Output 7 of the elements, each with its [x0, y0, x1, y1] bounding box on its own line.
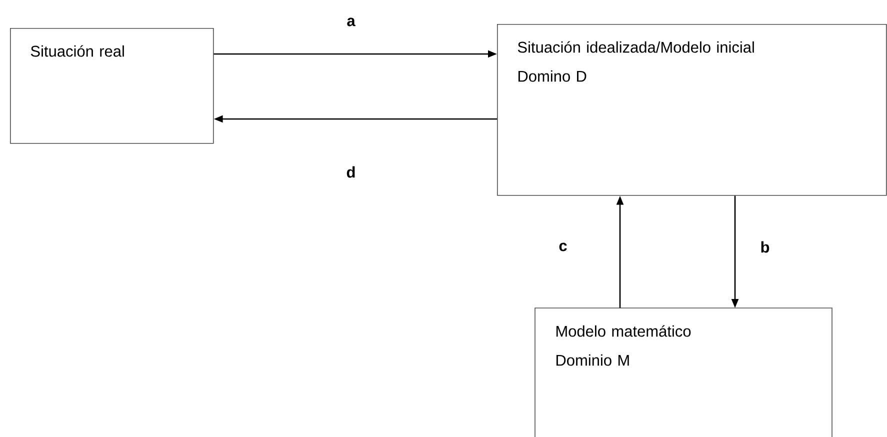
edge-label: d: [345, 165, 357, 179]
process-box: Situación idealizada/Modelo inicial Domino D: [497, 24, 887, 196]
process-box: Modelo matemático Dominio M: [534, 308, 832, 437]
edge-label: c: [558, 242, 568, 252]
edge-label: b: [759, 240, 771, 254]
process-box: Situación real: [10, 28, 214, 144]
edge-label: a: [346, 16, 356, 28]
